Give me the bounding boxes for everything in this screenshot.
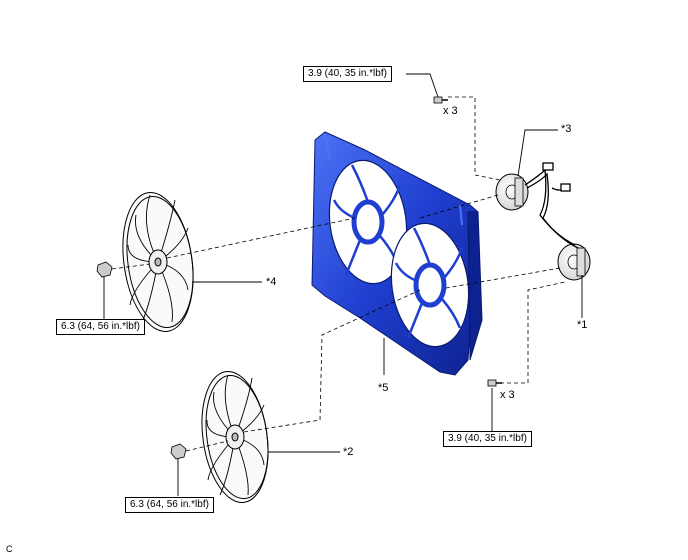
torque-box-bottom-nut: 6.3 (64, 56 in.*lbf) (125, 497, 214, 513)
callout-1: *1 (577, 319, 588, 331)
figure-code: C (6, 544, 13, 554)
nut-bottom-icon (170, 443, 187, 460)
callout-3: *3 (561, 123, 572, 135)
leader-lines (103, 73, 583, 496)
quantity-right: x 3 (500, 389, 515, 401)
fan-motor-lower (557, 243, 591, 281)
fan-shroud (311, 131, 483, 376)
fan-lower (201, 370, 269, 504)
torque-box-top: 3.9 (40, 35 in.*lbf) (303, 66, 392, 82)
torque-box-left-nut: 6.3 (64, 56 in.*lbf) (56, 319, 145, 335)
fan-motor-upper (495, 173, 529, 211)
callout-2: *2 (343, 446, 354, 458)
bolt-top-icon (433, 96, 448, 104)
torque-box-right: 3.9 (40, 35 in.*lbf) (443, 431, 532, 447)
callout-4: *4 (266, 276, 277, 288)
callout-5: *5 (378, 382, 389, 394)
bolt-right-icon (487, 379, 502, 387)
quantity-top: x 3 (443, 105, 458, 117)
alignment-lines (111, 96, 566, 452)
nut-left-icon (96, 261, 113, 278)
wire-harness (524, 162, 579, 249)
fan-upper (122, 192, 194, 332)
